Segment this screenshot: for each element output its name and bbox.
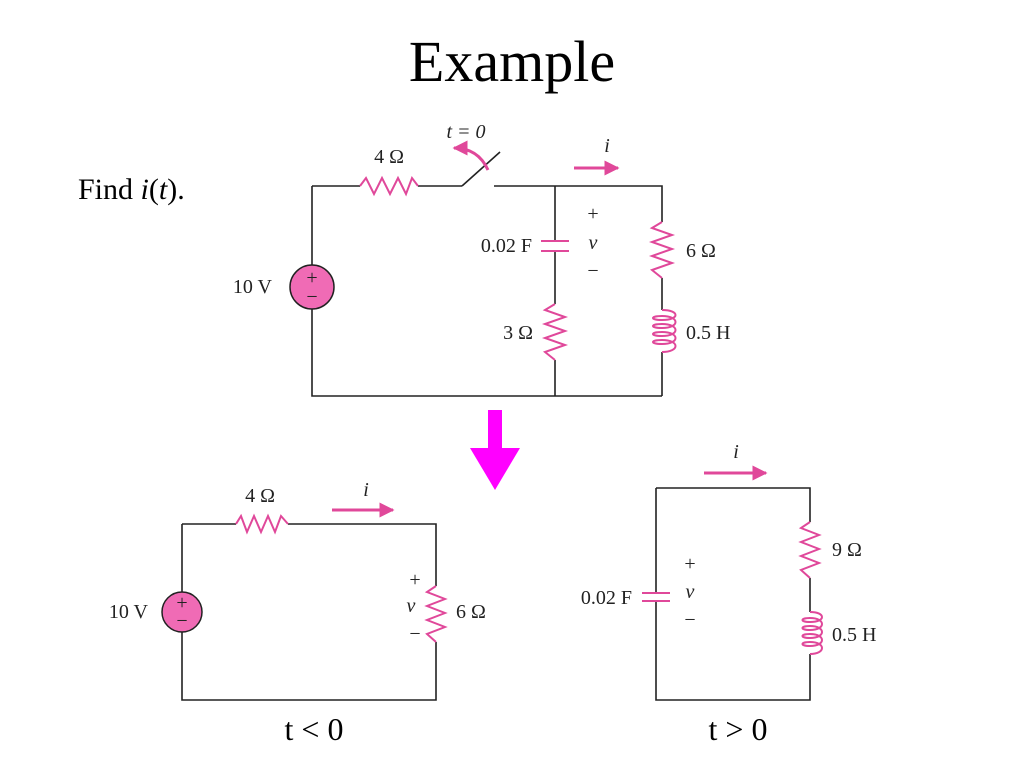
right-v-minus: − (684, 609, 695, 631)
top-v-label: v (589, 232, 598, 254)
top-current-label: i (604, 135, 610, 157)
top-v-minus: − (587, 260, 598, 282)
problem-statement: Find i(t). (78, 170, 185, 210)
top-capacitor-icon (541, 240, 569, 252)
top-resistor-4-label: 4 Ω (374, 146, 404, 168)
top-wire-left (311, 186, 662, 397)
right-inductor-icon (801, 611, 823, 655)
right-v-label: v (686, 581, 695, 603)
top-v-plus: + (587, 203, 598, 225)
right-v-plus: + (684, 553, 695, 575)
top-capacitor-label: 0.02 F (481, 235, 532, 257)
left-caption: t < 0 (285, 711, 344, 747)
slide-title: Example (408, 29, 616, 94)
top-resistor-6-label: 6 Ω (686, 240, 716, 262)
left-wire (181, 523, 437, 701)
top-resistor-3-icon (541, 303, 569, 361)
left-resistor-6-icon (424, 585, 448, 643)
left-resistor-6-label: 6 Ω (456, 601, 486, 623)
problem-prefix: Find (78, 173, 141, 206)
left-v-plus: + (409, 569, 420, 591)
right-resistor-9-icon (798, 521, 822, 579)
switch-arrow-icon (452, 140, 490, 171)
left-circuit: + − 10 V 4 Ω i 6 Ω + v − t < 0 (109, 479, 486, 747)
left-source-label: 10 V (109, 601, 149, 623)
top-wire-top-right (494, 185, 663, 222)
switch-icon (461, 151, 501, 187)
right-circuit: i 0.02 F 9 Ω 0.5 H + v − t > 0 (581, 441, 877, 747)
top-resistor-3-label: 3 Ω (503, 322, 533, 344)
right-resistor-9-label: 9 Ω (832, 539, 862, 561)
left-voltage-source-icon (161, 591, 203, 633)
left-resistor-4-label: 4 Ω (245, 485, 275, 507)
top-voltage-source-icon (289, 264, 335, 310)
problem-paren-close: ). (167, 173, 185, 206)
switch-label: t = 0 (446, 121, 485, 143)
left-resistor-4-icon (235, 513, 289, 535)
left-v-minus: − (409, 623, 420, 645)
transition-arrow-icon (470, 410, 520, 490)
top-circuit: + − 10 V 4 Ω t = 0 i 0.02 F 3 Ω 6 Ω 0.5 … (233, 121, 730, 397)
top-source-label: 10 V (233, 276, 273, 298)
top-source-minus: − (306, 286, 317, 308)
left-v-label: v (407, 595, 416, 617)
top-resistor-6-icon (648, 221, 676, 279)
right-inductor-label: 0.5 H (832, 624, 876, 646)
right-wire (655, 487, 811, 701)
left-source-minus: − (176, 610, 187, 632)
problem-var-i: i (140, 173, 149, 206)
right-caption: t > 0 (709, 711, 768, 747)
top-inductor-label: 0.5 H (686, 322, 730, 344)
top-source-plus: + (306, 267, 317, 289)
right-current-label: i (733, 441, 739, 463)
left-current-label: i (363, 479, 369, 501)
top-resistor-4-icon (359, 175, 419, 197)
problem-paren-open: ( (148, 173, 159, 206)
top-inductor-icon (652, 309, 677, 353)
left-source-plus: + (176, 592, 187, 614)
right-capacitor-icon (642, 592, 670, 602)
right-capacitor-label: 0.02 F (581, 587, 632, 609)
problem-var-t: t (158, 173, 168, 206)
